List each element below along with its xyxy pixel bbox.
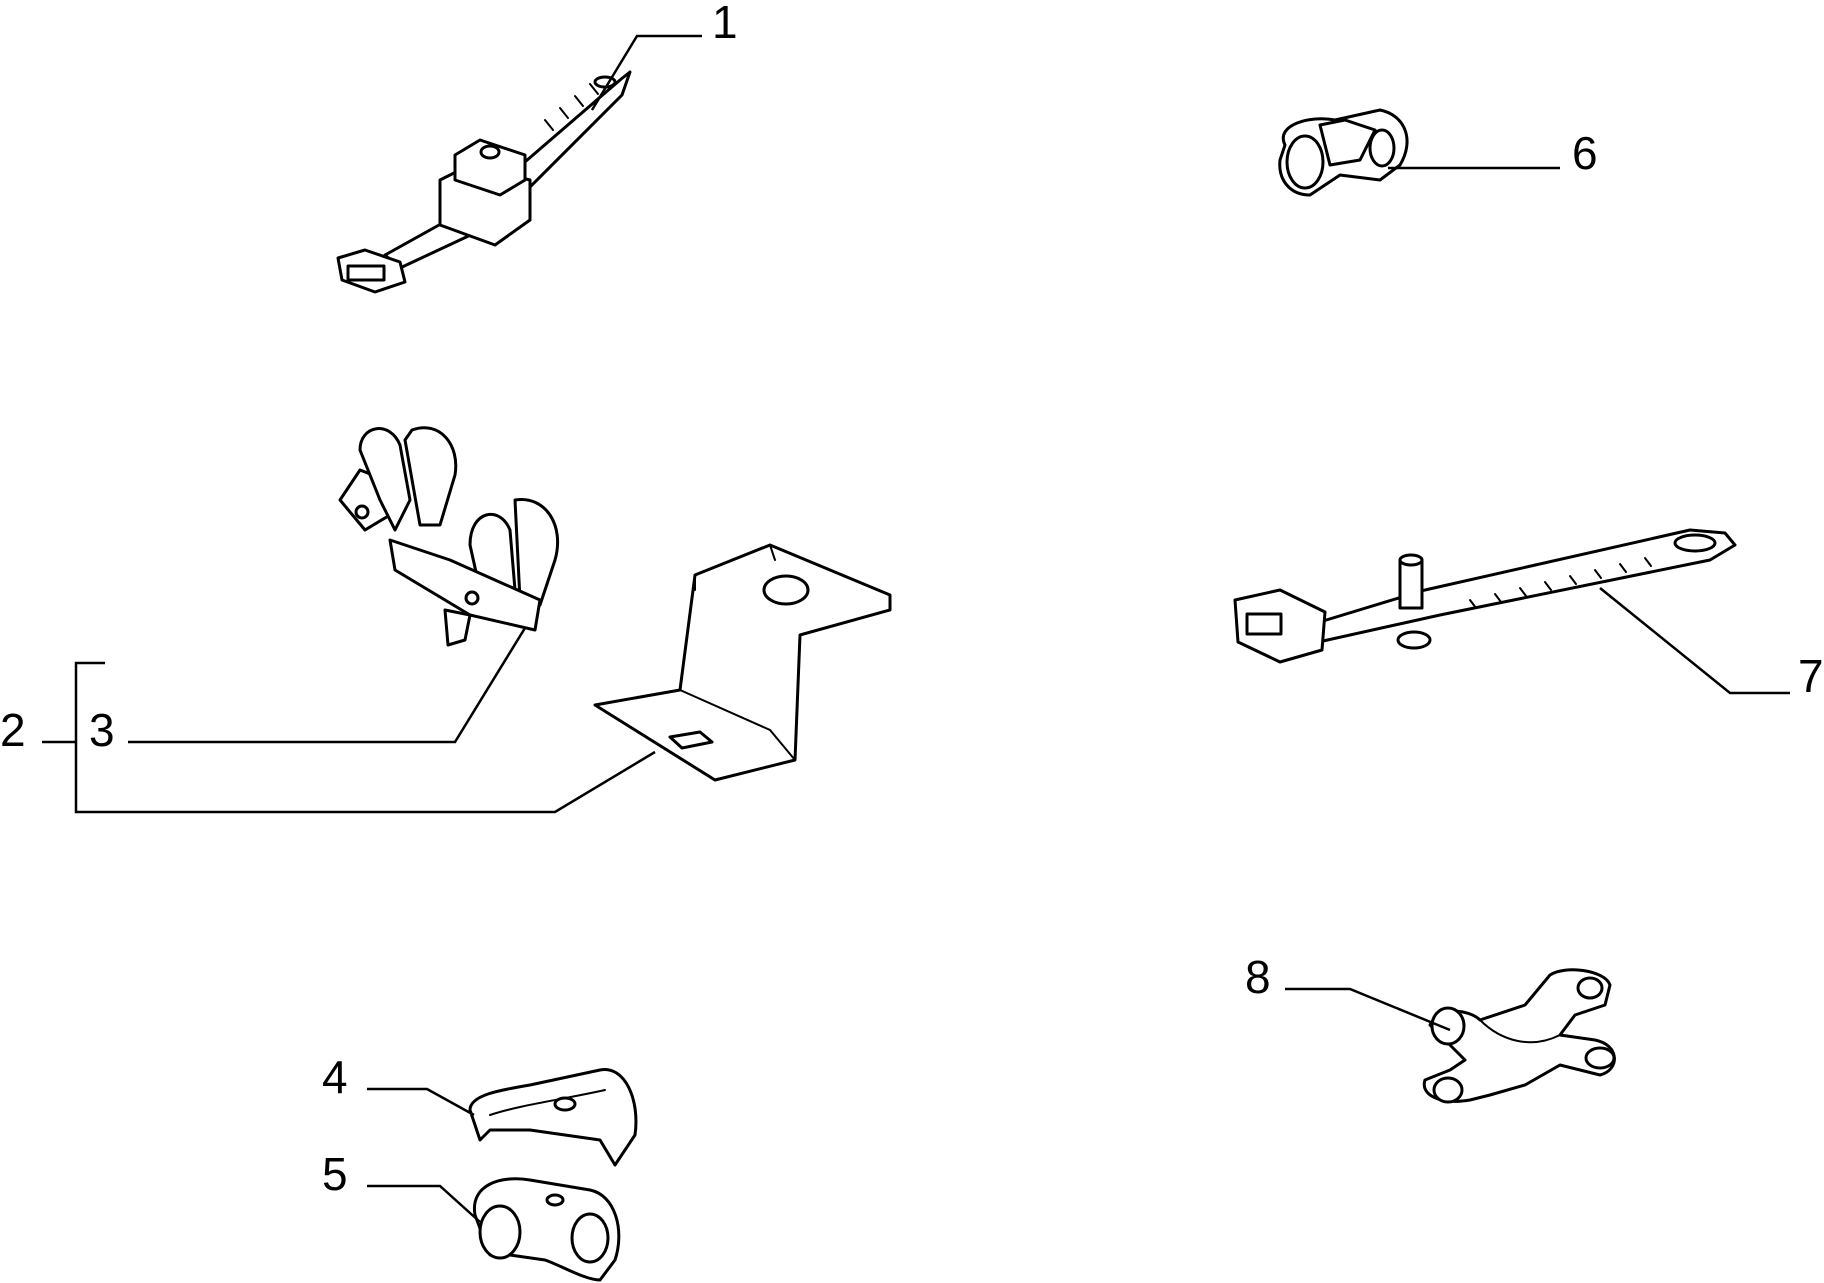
callout-6: 6 [1572,127,1598,179]
part-5-double-loop-clip [473,1177,621,1282]
part-4-saddle-clip [468,1068,638,1167]
callout-7: 7 [1798,650,1824,702]
leader-4 [367,1087,475,1117]
leader-8 [1285,987,1451,1032]
callout-1: 1 [712,0,738,48]
callout-3: 3 [89,704,115,756]
part-1-cable-tie-with-block [336,70,632,294]
part-7-long-cable-tie-with-pin [1233,528,1737,664]
callout-labels: 1 2 3 4 5 6 7 8 [0,0,1824,1200]
part-6-double-loop-clip [1278,108,1409,197]
leader-7 [1599,587,1790,695]
part-2-z-bracket [593,543,892,782]
leader-3 [128,627,527,744]
leader-lines [42,34,1790,1223]
callout-2: 2 [0,704,26,756]
callout-8: 8 [1245,951,1271,1003]
leader-5 [367,1184,481,1223]
leader-1 [590,34,702,111]
part-3-double-tube-clip [338,426,560,647]
part-8-cross-clip [1422,968,1616,1104]
bracket-2 [74,661,656,814]
callout-5: 5 [322,1148,348,1200]
callout-4: 4 [322,1051,348,1103]
